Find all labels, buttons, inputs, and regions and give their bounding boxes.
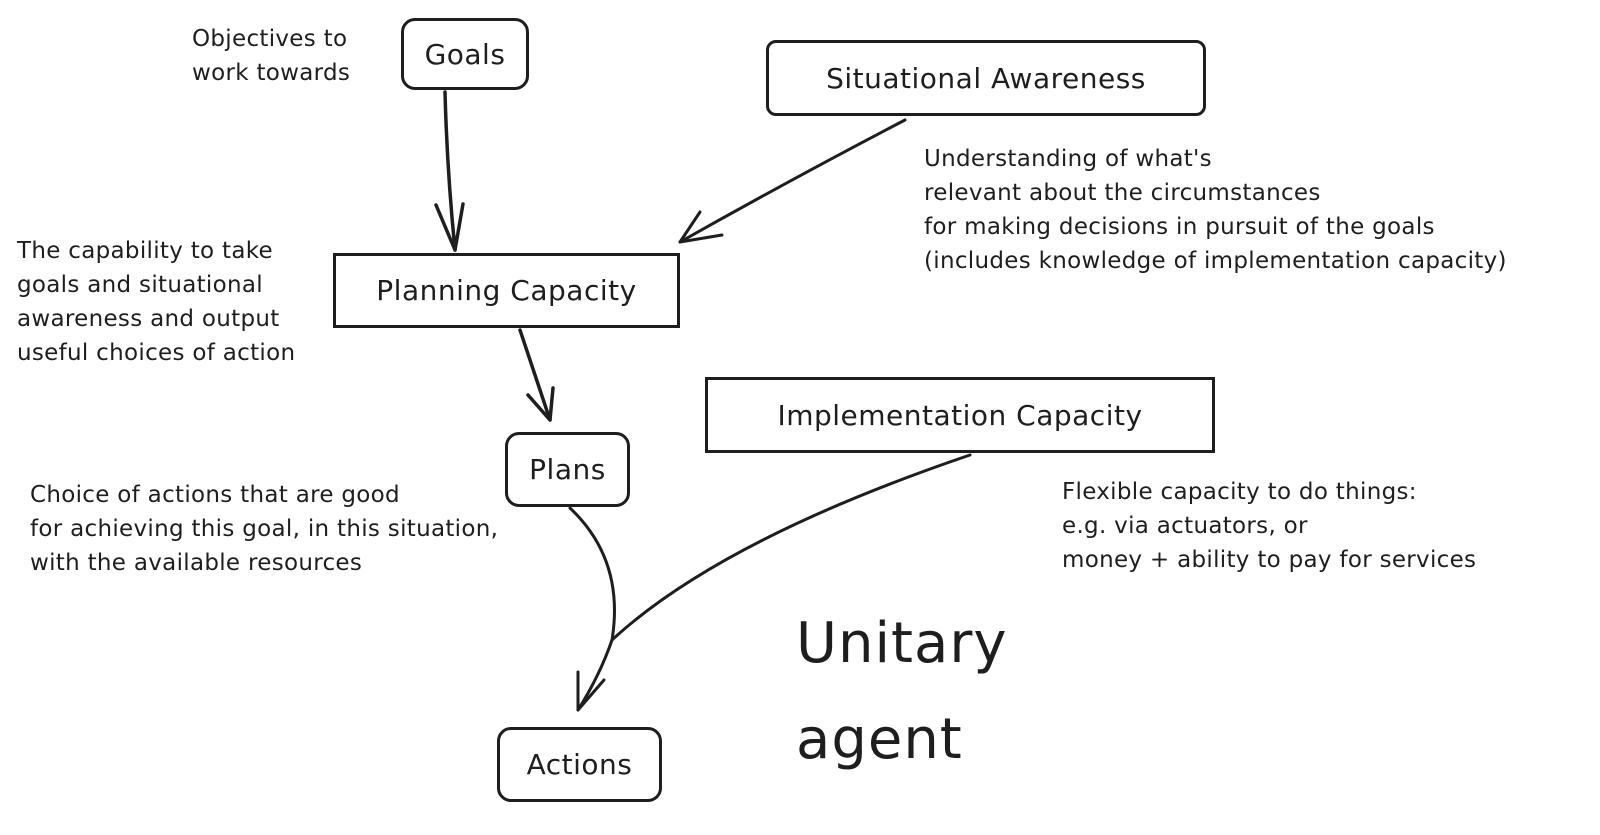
node-situational-awareness[interactable]: Situational Awareness [766,40,1206,116]
note-plans: Choice of actions that are good for achi… [30,482,499,576]
edge-planning-to-plans [518,328,555,422]
note-goals: Objectives to work towards [192,26,351,86]
node-goals-label: Goals [424,37,506,71]
node-implementation-capacity[interactable]: Implementation Capacity [705,377,1215,453]
edge-implementation-to-actions [610,453,972,642]
node-implementation-capacity-label: Implementation Capacity [777,398,1143,432]
node-planning-capacity[interactable]: Planning Capacity [333,253,680,328]
node-actions-label: Actions [526,748,633,781]
edge-plans-to-actions [568,506,616,712]
node-planning-capacity-label: Planning Capacity [376,274,637,307]
node-plans[interactable]: Plans [505,432,630,507]
diagram-title: Unitary agent [796,611,1008,772]
node-situational-awareness-label: Situational Awareness [826,61,1146,95]
note-planning-capacity: The capability to take goals and situati… [17,238,296,366]
node-goals[interactable]: Goals [401,18,529,90]
edge-goals-to-planning [434,90,465,252]
note-situational-awareness: Understanding of what's relevant about t… [924,146,1507,274]
note-implementation-capacity: Flexible capacity to do things: e.g. via… [1062,479,1477,573]
node-actions[interactable]: Actions [497,727,662,802]
edge-situational-to-planning [678,118,907,244]
node-plans-label: Plans [529,453,606,486]
